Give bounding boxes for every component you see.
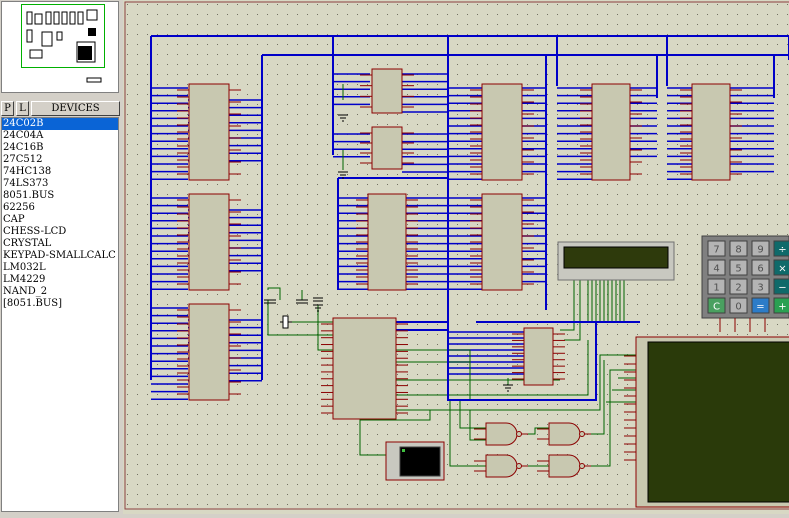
eprom-chip-5 <box>470 193 534 291</box>
ground-symbol-1 <box>338 114 348 122</box>
keypad-key <box>773 259 789 276</box>
ground-symbol-2 <box>338 171 348 179</box>
pick-devices-button[interactable]: P <box>1 101 14 116</box>
keypad-key-label: 4 <box>713 264 719 275</box>
capacitor-3 <box>313 297 323 302</box>
ground-symbol-3 <box>503 384 513 392</box>
eprom-chip-7 <box>680 83 742 181</box>
keypad-key <box>773 297 789 314</box>
device-list-item[interactable]: LM4229 <box>3 274 46 285</box>
keypad-key <box>707 278 726 295</box>
eprom-chip-3 <box>177 303 241 401</box>
keypad-key <box>751 297 770 314</box>
lcd-lm032l <box>557 241 675 281</box>
keypad-key-label: 9 <box>757 245 763 256</box>
keypad-key-label: 5 <box>735 264 741 275</box>
overview-window[interactable] <box>1 1 119 93</box>
keypad-key <box>751 259 770 276</box>
eprom-chip-2 <box>177 193 241 291</box>
keypad-key <box>707 297 726 314</box>
keypad-key <box>751 278 770 295</box>
keypad-key-label: 1 <box>713 283 719 294</box>
overview-thumbnail <box>24 6 102 83</box>
eprom-chip-6 <box>580 83 642 181</box>
device-list-item[interactable]: 74LS373 <box>3 178 49 189</box>
device-list-item[interactable]: NAND_2 <box>3 286 48 297</box>
latch-74ls373-chip <box>512 327 565 386</box>
keypad-key-label: 0 <box>735 302 741 313</box>
capacitor-2 <box>296 299 308 304</box>
eprom-chip-1 <box>177 83 241 181</box>
keypad-smallcalc: 7 8 9 ÷ 4 5 6 × 1 2 3 − C 0 = + <box>701 235 789 332</box>
library-manager-button[interactable]: L <box>16 101 29 116</box>
bus-data <box>447 36 597 401</box>
cpu-8051-chip <box>321 317 408 420</box>
ground-symbol-4 <box>313 304 323 312</box>
keypad-key <box>707 240 726 257</box>
nand-gate-2 <box>537 422 591 446</box>
device-list-item[interactable]: 74HC138 <box>3 166 52 177</box>
keypad-key-label: C <box>713 302 720 313</box>
schematic-canvas[interactable]: 7 8 9 ÷ 4 5 6 × 1 2 3 − C 0 = + <box>123 0 789 514</box>
device-list-item[interactable]: CRYSTAL <box>3 238 52 249</box>
device-list-item[interactable]: LM032L <box>3 262 46 273</box>
device-list-item[interactable]: CAP <box>3 214 25 225</box>
eeprom-chip-2 <box>360 126 414 170</box>
keypad-key-label: 8 <box>735 245 741 256</box>
sheet-border <box>124 1 789 510</box>
schematic-sheet[interactable]: 7 8 9 ÷ 4 5 6 × 1 2 3 − C 0 = + <box>123 0 789 514</box>
overview-view-frame[interactable] <box>21 4 105 68</box>
crystal <box>280 315 292 329</box>
keypad-key-label: ÷ <box>778 245 786 256</box>
capacitor-1 <box>264 299 276 304</box>
device-list-item[interactable]: 24C02B <box>2 118 118 130</box>
device-list-item[interactable]: 62256 <box>3 202 35 213</box>
keypad-key-label: × <box>778 264 786 275</box>
chess-lcd <box>385 441 445 481</box>
keypad-key-label: 3 <box>757 283 763 294</box>
keypad-key <box>729 240 748 257</box>
keypad-key-label: − <box>778 283 786 294</box>
bus-layer <box>150 35 789 401</box>
keypad-key-label: = <box>756 302 764 313</box>
device-list-item[interactable]: [8051.BUS] <box>3 298 63 309</box>
keypad-key-label: 2 <box>735 283 741 294</box>
device-list-item[interactable]: CHESS-LCD <box>3 226 67 237</box>
nand-gate-1 <box>474 422 528 446</box>
nand-gate-3 <box>474 454 528 478</box>
devices-header: DEVICES <box>31 101 120 116</box>
eeprom-chip-1 <box>360 68 414 114</box>
keypad-key-label: + <box>778 302 786 313</box>
device-list-item[interactable]: 8051.BUS <box>3 190 55 201</box>
keypad-key <box>773 278 789 295</box>
ram-chip <box>356 193 418 291</box>
device-list-item[interactable]: 24C16B <box>3 142 44 153</box>
device-list-item[interactable]: 27C512 <box>3 154 43 165</box>
keypad-key <box>707 259 726 276</box>
graphic-lcd-lm4229 <box>624 336 789 508</box>
keypad-key <box>729 297 748 314</box>
component-layer: 7 8 9 ÷ 4 5 6 × 1 2 3 − C 0 = + <box>177 68 789 508</box>
eprom-chip-4 <box>470 83 534 181</box>
keypad-key <box>751 240 770 257</box>
keypad-key <box>729 278 748 295</box>
keypad-key-label: 7 <box>713 245 719 256</box>
device-list-item[interactable]: 24C04A <box>3 130 44 141</box>
keypad-key <box>773 240 789 257</box>
device-list-item[interactable]: KEYPAD-SMALLCALC <box>3 250 116 261</box>
keypad-key <box>729 259 748 276</box>
keypad-key-label: 6 <box>757 264 763 275</box>
nand-gate-4 <box>537 454 591 478</box>
